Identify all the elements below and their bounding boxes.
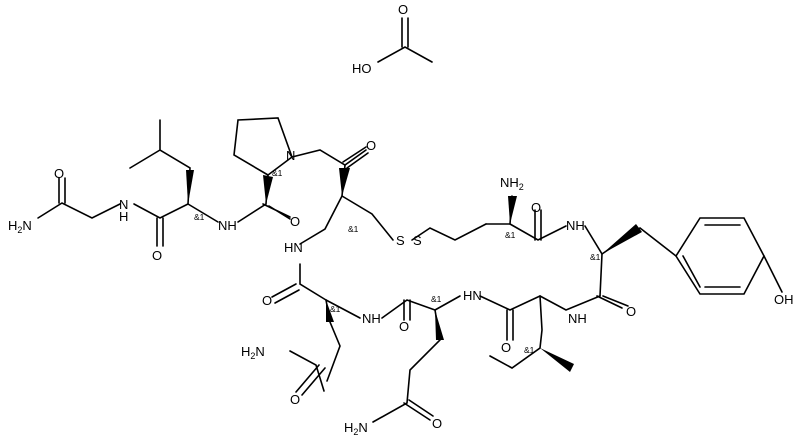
stereo-label: &1 bbox=[348, 224, 359, 234]
bond bbox=[271, 283, 300, 304]
bond bbox=[37, 202, 121, 219]
atom-h2n: H2N bbox=[241, 344, 265, 361]
bond bbox=[299, 164, 346, 245]
atom-nh: NH bbox=[362, 311, 381, 326]
stereo-labels: &1 &1 &1 &1 &1 &1 &1 &1 bbox=[194, 168, 601, 355]
stereo-label: &1 bbox=[272, 168, 283, 178]
atom-nh: NH bbox=[218, 218, 237, 233]
bond bbox=[675, 217, 765, 295]
atom-nh: NH bbox=[568, 311, 587, 326]
atom-h2n: H2N bbox=[8, 218, 32, 235]
bond bbox=[403, 399, 434, 421]
bond bbox=[289, 350, 325, 392]
atom-o: O bbox=[152, 248, 162, 263]
bond bbox=[262, 203, 291, 220]
bond bbox=[403, 299, 411, 321]
atom-nh: N bbox=[119, 197, 128, 212]
atom-o: O bbox=[626, 304, 636, 319]
bond bbox=[434, 295, 461, 311]
bond bbox=[682, 224, 741, 288]
atom-o: O bbox=[54, 166, 64, 181]
bond bbox=[129, 119, 191, 205]
atom-o: O bbox=[432, 416, 442, 431]
atom-h: H bbox=[119, 209, 128, 224]
atom-o: O bbox=[366, 138, 376, 153]
bond bbox=[411, 223, 487, 241]
atom-nh: NH bbox=[566, 218, 585, 233]
bond bbox=[342, 146, 369, 169]
atom-hn: HN bbox=[284, 240, 303, 255]
stereo-label: &1 bbox=[505, 230, 516, 240]
bond bbox=[325, 299, 361, 319]
bond bbox=[58, 177, 66, 204]
atom-h2n: H2N bbox=[344, 420, 368, 437]
atom-s: S bbox=[396, 233, 405, 248]
wedge-bond bbox=[263, 175, 273, 204]
atom-nh2: NH2 bbox=[500, 175, 524, 192]
atom-o: O bbox=[262, 293, 272, 308]
atom-n: N bbox=[286, 148, 295, 163]
bond bbox=[299, 263, 327, 301]
bond bbox=[596, 295, 629, 309]
bond bbox=[479, 295, 541, 311]
wedge-bond bbox=[435, 310, 444, 340]
bond bbox=[291, 149, 367, 166]
atom-oh: OH bbox=[774, 292, 794, 307]
atom-o: O bbox=[399, 319, 409, 334]
bond bbox=[233, 117, 293, 176]
wedge-bond bbox=[508, 196, 517, 224]
bond bbox=[133, 203, 189, 219]
wedge-bond bbox=[339, 168, 350, 196]
atom-ho: HO bbox=[352, 61, 372, 76]
wedge-bond bbox=[326, 300, 334, 322]
bond bbox=[377, 46, 433, 63]
bond bbox=[401, 17, 409, 48]
bond bbox=[763, 255, 783, 293]
bond bbox=[506, 309, 514, 341]
bonds bbox=[37, 17, 783, 423]
bond bbox=[341, 195, 394, 241]
stereo-label: &1 bbox=[590, 252, 601, 262]
atom-o: O bbox=[501, 340, 511, 355]
bond bbox=[381, 299, 436, 319]
stereo-label: &1 bbox=[194, 212, 205, 222]
atom-o: O bbox=[290, 214, 300, 229]
atom-hn: HN bbox=[463, 288, 482, 303]
bond bbox=[187, 203, 219, 223]
bond bbox=[295, 364, 326, 396]
stereo-label: &1 bbox=[524, 345, 535, 355]
bond bbox=[156, 217, 164, 247]
bond bbox=[534, 209, 542, 241]
atom-s: S bbox=[413, 233, 422, 248]
atom-o: O bbox=[398, 2, 408, 17]
wedge-bond bbox=[186, 170, 194, 204]
stereo-label: &1 bbox=[330, 304, 341, 314]
stereo-label: &1 bbox=[431, 294, 442, 304]
atom-o: O bbox=[290, 392, 300, 407]
stereo-bonds bbox=[186, 168, 642, 372]
atom-o: O bbox=[531, 200, 541, 215]
wedge-bond bbox=[540, 348, 574, 372]
wedge-bond bbox=[602, 224, 642, 254]
bond bbox=[539, 295, 601, 311]
atom-labels: O HO O H2N N H O NH O N O HN O H2N O NH … bbox=[8, 2, 794, 437]
